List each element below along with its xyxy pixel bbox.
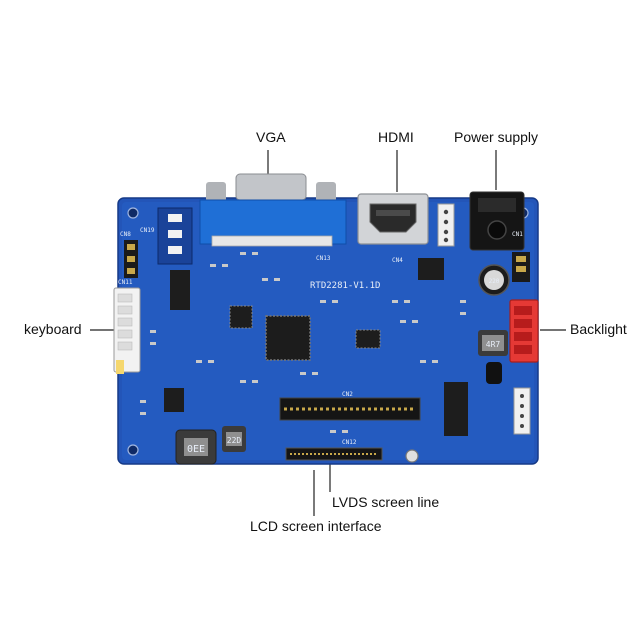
- mounting-hole: [127, 207, 139, 219]
- connector-mark-cn1: CN1: [512, 231, 523, 238]
- right-pin-header: [513, 387, 531, 435]
- connector-mark-cn8: CN8: [120, 231, 131, 238]
- cn19-header: [124, 240, 138, 278]
- ic-chip: [170, 270, 190, 310]
- cn2-header: [279, 397, 421, 421]
- vga-standoff: [206, 182, 226, 202]
- inductor-22d: 22D: [222, 426, 246, 452]
- svg-text:220: 220: [489, 278, 500, 285]
- hdmi-port: [369, 203, 417, 233]
- vga-label: VGA: [256, 129, 286, 145]
- lcd-screen-interface-label: LCD screen interface: [250, 518, 382, 534]
- connector-mark-cn2: CN2: [342, 391, 353, 398]
- ic-chip: [444, 382, 468, 436]
- lvds-connector: [285, 447, 383, 461]
- vga-standoff: [316, 182, 336, 202]
- transistor: [486, 362, 502, 384]
- vga-connector: [199, 173, 347, 247]
- vga-pin-row: [211, 235, 333, 247]
- inductor-22d-label: 22D: [227, 436, 242, 445]
- inductor-0ee-label: 0EE: [187, 444, 205, 455]
- inductor-4r7: 4R7: [478, 330, 508, 356]
- keyboard-header: [113, 287, 141, 374]
- keyboard-label: keyboard: [24, 321, 82, 337]
- inductor-0ee: 0EE: [175, 429, 217, 465]
- power-supply-label: Power supply: [454, 129, 539, 145]
- connector-mark-cn19: CN19: [140, 227, 155, 234]
- lvds-screen-line-label: LVDS screen line: [332, 494, 440, 510]
- smd-components: [140, 252, 466, 433]
- inductor-4r7-label: 4R7: [486, 340, 501, 349]
- backlight-connector: [509, 299, 539, 363]
- electrolytic-capacitor: 220: [478, 264, 510, 296]
- connector-mark-cn13: CN13: [316, 255, 331, 262]
- connector-mark-cn4: CN4: [392, 257, 403, 264]
- hdmi-connector: [357, 193, 429, 245]
- power-supply-jack: [469, 191, 525, 251]
- cn4-header: [437, 203, 455, 247]
- cn3-header: [512, 252, 530, 282]
- main-chip: [265, 315, 311, 361]
- mounting-hole: [405, 449, 419, 463]
- connector-mark-cn11: CN11: [118, 279, 133, 286]
- cn8-connector: [157, 207, 193, 265]
- board-model-marking: RTD2281-V1.1D: [310, 281, 380, 291]
- ic-chip: [418, 258, 444, 280]
- backlight-label: Backlight: [570, 321, 627, 337]
- hdmi-label: HDMI: [378, 129, 414, 145]
- ic-chip: [229, 305, 253, 329]
- ic-chip: [164, 388, 184, 412]
- mounting-hole: [127, 444, 139, 456]
- ic-chip: [355, 329, 381, 349]
- vga-metal-shell: [235, 173, 307, 201]
- connector-mark-cn12: CN12: [342, 439, 357, 446]
